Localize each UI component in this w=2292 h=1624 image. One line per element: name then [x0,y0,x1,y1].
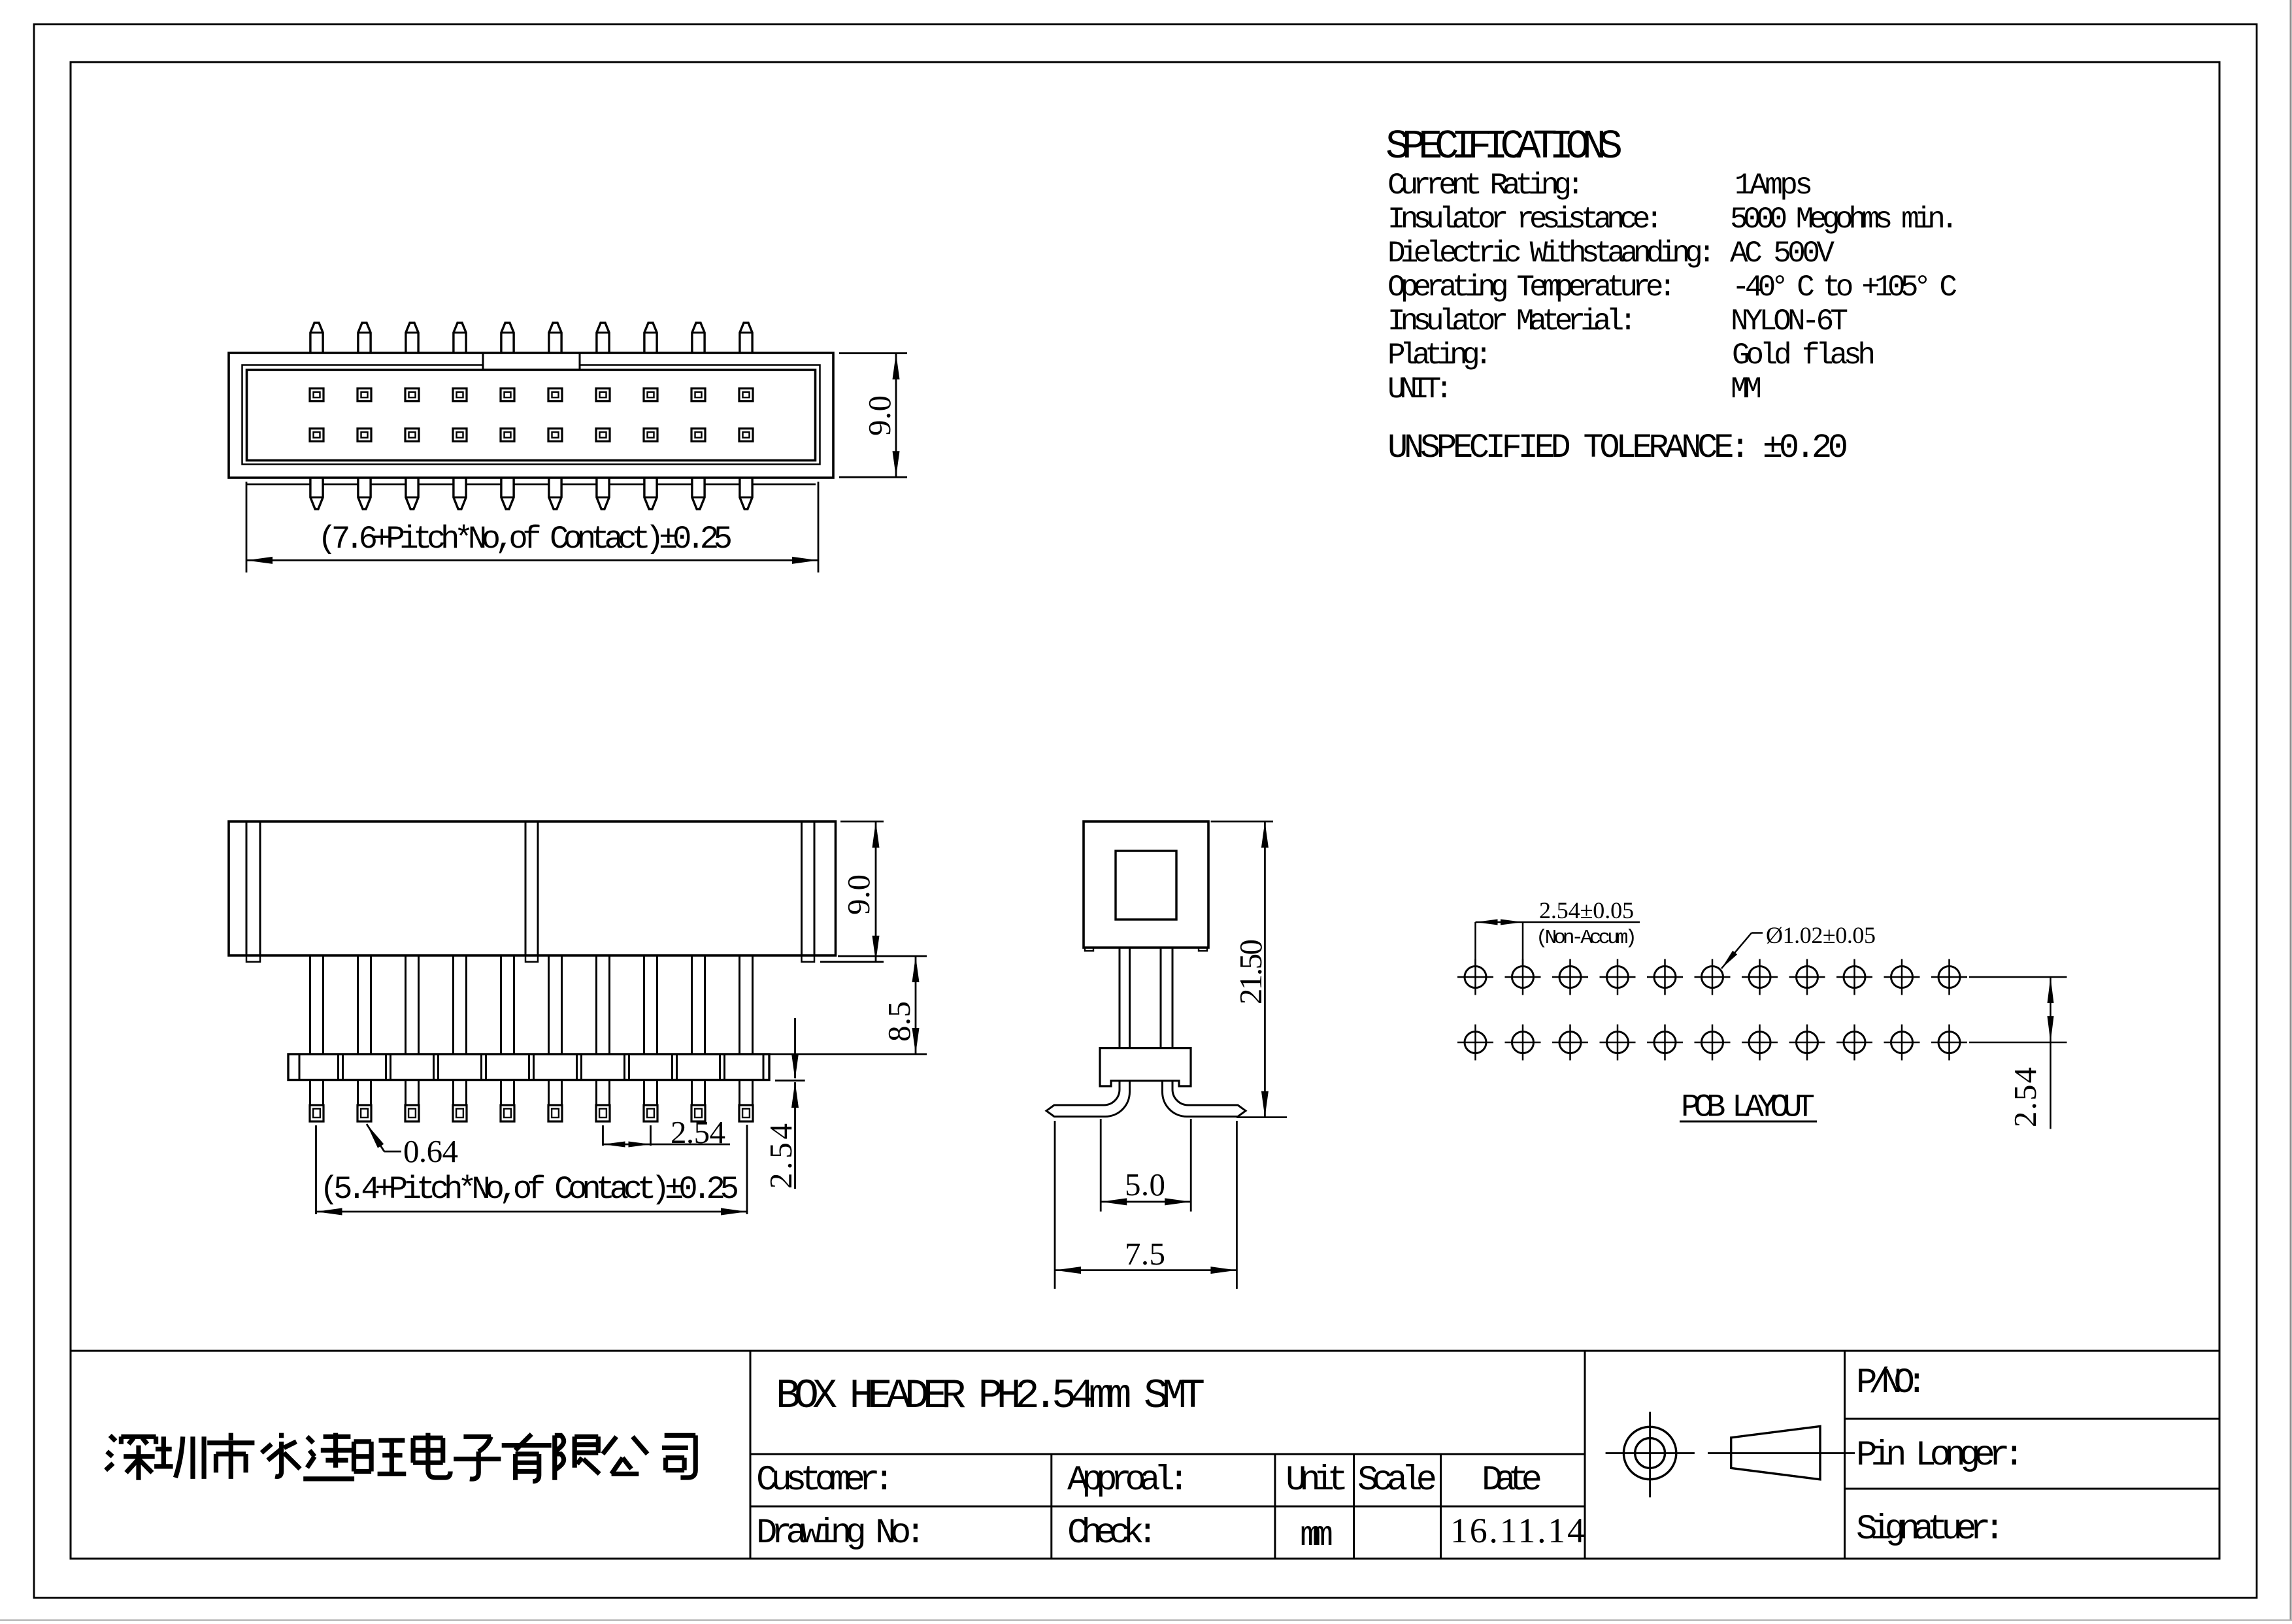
svg-text:5.0: 5.0 [1125,1167,1165,1202]
svg-text:Operating Temperature:: Operating Temperature: [1387,271,1676,305]
svg-text:Dielectric Withstaanding:: Dielectric Withstaanding: [1387,237,1716,271]
svg-text:(Non-Accum): (Non-Accum) [1536,927,1637,950]
svg-text:Gold flash: Gold flash [1732,339,1876,373]
svg-text:Current Rating:: Current Rating: [1387,169,1585,203]
svg-text:Ø1.02±0.05: Ø1.02±0.05 [1766,922,1876,948]
svg-text:0.64: 0.64 [403,1133,458,1169]
svg-text:16.11.14: 16.11.14 [1450,1511,1585,1550]
svg-text:P/NO:: P/NO: [1856,1363,1927,1403]
svg-text:-40° C to +105° C: -40° C to +105° C [1732,271,1957,305]
svg-text:Scale: Scale [1357,1461,1437,1500]
svg-text:2.54: 2.54 [2007,1067,2043,1127]
svg-text:UNIT:: UNIT: [1387,373,1453,406]
svg-text:(7.6+Pitch*No,of Contact)±0.25: (7.6+Pitch*No,of Contact)±0.25 [318,521,733,557]
svg-text:Unit: Unit [1286,1461,1348,1500]
svg-text:MM: MM [1731,373,1762,406]
svg-text:9.0: 9.0 [861,395,897,436]
svg-text:7.5: 7.5 [1125,1236,1165,1272]
svg-text:Insulator resistance:: Insulator resistance: [1387,203,1663,237]
svg-text:1Amps: 1Amps [1735,169,1813,203]
svg-text:(5.4+Pitch*No,of Contact)±0.25: (5.4+Pitch*No,of Contact)±0.25 [320,1171,739,1208]
svg-text:PCB LAYOUT: PCB LAYOUT [1681,1089,1815,1126]
svg-text:Date: Date [1482,1461,1542,1500]
svg-text:2.54: 2.54 [671,1114,725,1150]
svg-text:SPECIFICATIONS: SPECIFICATIONS [1386,124,1623,170]
svg-text:Signatuer:: Signatuer: [1856,1510,2005,1549]
svg-text:NYLON-6T: NYLON-6T [1731,305,1848,339]
svg-text:Pin Longer:: Pin Longer: [1856,1436,2025,1476]
svg-text:BOX HEADER PH2.54mm SMT: BOX HEADER PH2.54mm SMT [776,1373,1205,1419]
svg-text:Plating:: Plating: [1387,339,1493,373]
svg-text:AC 500V: AC 500V [1730,237,1835,271]
svg-text:Approal:: Approal: [1067,1461,1189,1500]
svg-text:mm: mm [1300,1516,1333,1556]
svg-text:UNSPECIFIED TOLERANCE: ±0.20: UNSPECIFIED TOLERANCE: ±0.20 [1387,429,1848,467]
svg-text:Drawing No:: Drawing No: [756,1514,926,1553]
svg-text:Insulator Material:: Insulator Material: [1387,305,1637,339]
svg-text:2.54±0.05: 2.54±0.05 [1539,897,1634,923]
svg-text:21.50: 21.50 [1233,939,1269,1004]
svg-text:Customer:: Customer: [756,1461,895,1500]
svg-text:9.0: 9.0 [840,874,876,915]
svg-text:2.54: 2.54 [763,1123,799,1189]
svg-text:8.5: 8.5 [881,1001,917,1042]
svg-text:Check:: Check: [1067,1514,1158,1553]
svg-text:5000 Megohms min.: 5000 Megohms min. [1730,203,1959,237]
